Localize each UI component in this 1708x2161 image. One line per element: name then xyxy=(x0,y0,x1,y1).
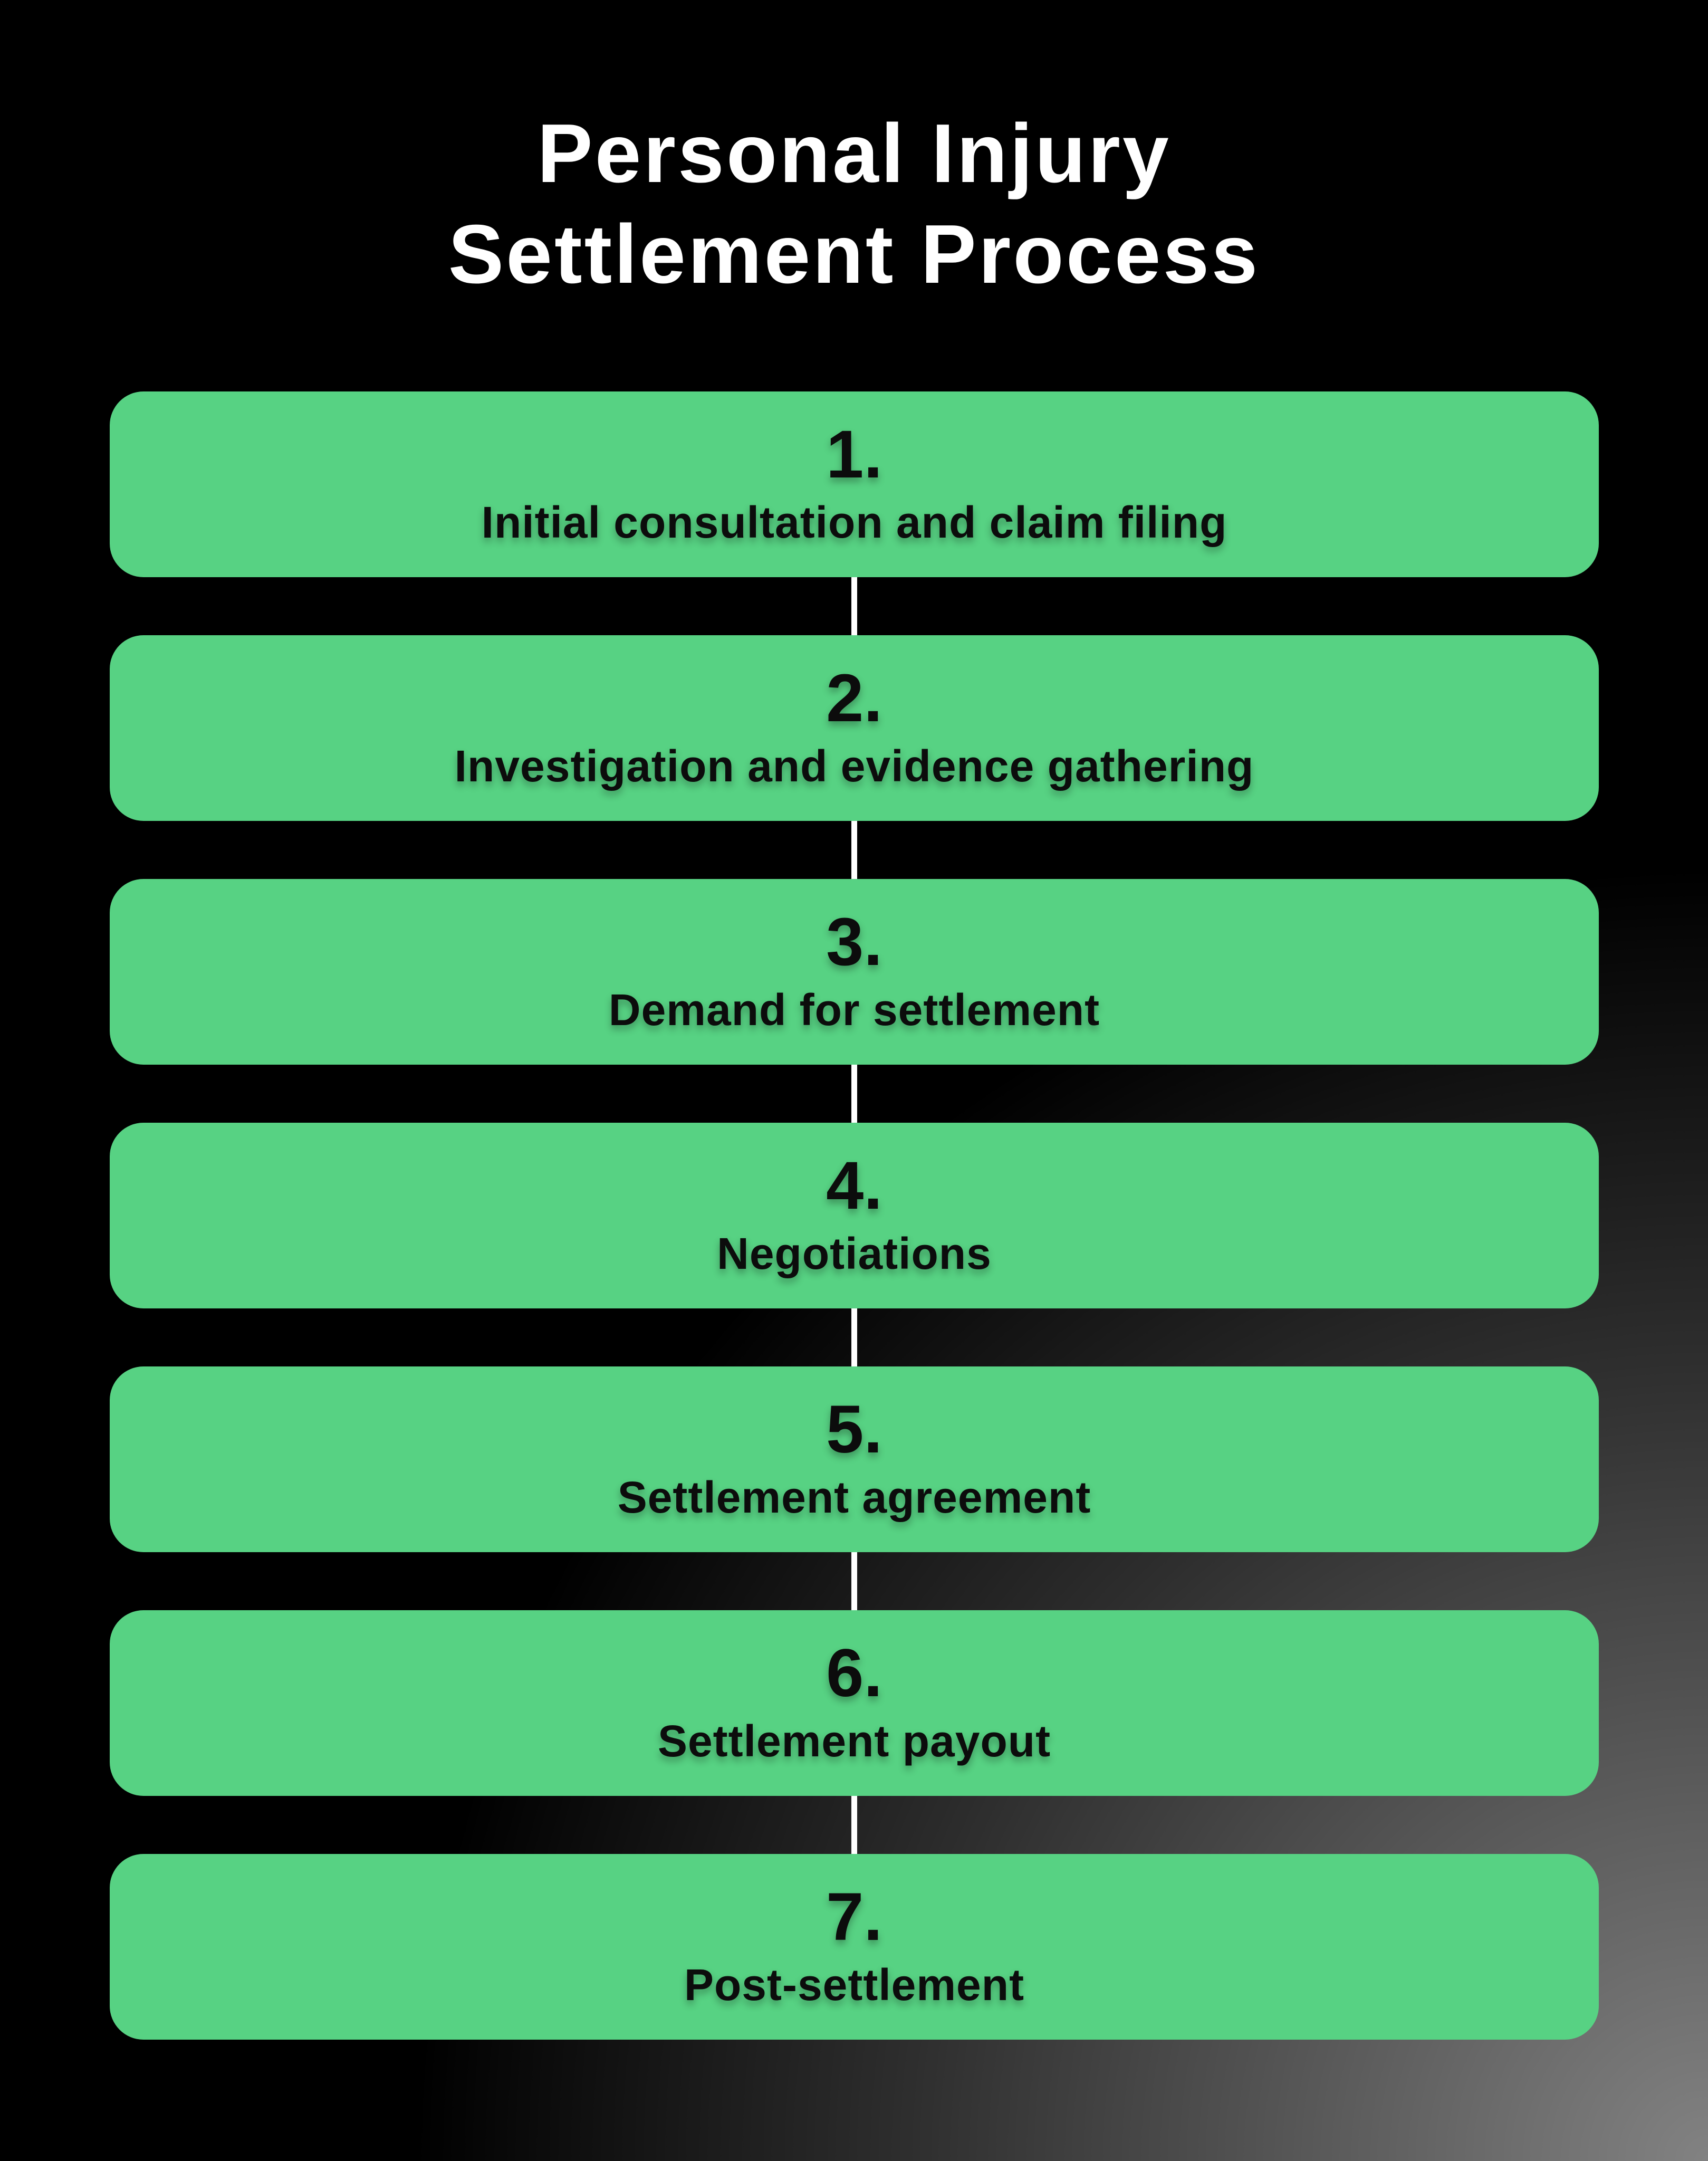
page-title-line-1: Personal Injury xyxy=(537,107,1171,200)
page-title-line-2: Settlement Process xyxy=(448,208,1260,301)
step-number: 5. xyxy=(826,1392,882,1468)
step-label: Settlement payout xyxy=(657,1716,1051,1766)
connector-line xyxy=(851,577,857,635)
step-box-4: 4. Negotiations xyxy=(110,1123,1599,1308)
step-number: 1. xyxy=(826,417,882,493)
connector-line xyxy=(851,1796,857,1854)
step-number: 3. xyxy=(826,904,882,980)
step-label: Settlement agreement xyxy=(617,1472,1091,1522)
step-number: 4. xyxy=(826,1148,882,1224)
page-title: Personal Injury Settlement Process xyxy=(0,103,1708,305)
step-label: Initial consultation and claim filing xyxy=(481,497,1227,547)
connector-line xyxy=(851,1308,857,1366)
connector-line xyxy=(851,821,857,879)
connector-line xyxy=(851,1552,857,1610)
process-steps: 1. Initial consultation and claim filing… xyxy=(110,391,1599,2040)
step-box-6: 6. Settlement payout xyxy=(110,1610,1599,1796)
step-label: Negotiations xyxy=(717,1228,992,1278)
step-box-2: 2. Investigation and evidence gathering xyxy=(110,635,1599,821)
step-box-3: 3. Demand for settlement xyxy=(110,879,1599,1065)
step-box-7: 7. Post-settlement xyxy=(110,1854,1599,2040)
connector-line xyxy=(851,1065,857,1123)
step-box-1: 1. Initial consultation and claim filing xyxy=(110,391,1599,577)
step-label: Post-settlement xyxy=(684,1959,1025,2010)
step-box-5: 5. Settlement agreement xyxy=(110,1366,1599,1552)
step-label: Demand for settlement xyxy=(608,984,1100,1035)
step-number: 2. xyxy=(826,661,882,737)
step-number: 6. xyxy=(826,1636,882,1711)
step-number: 7. xyxy=(826,1879,882,1955)
step-label: Investigation and evidence gathering xyxy=(454,741,1254,791)
